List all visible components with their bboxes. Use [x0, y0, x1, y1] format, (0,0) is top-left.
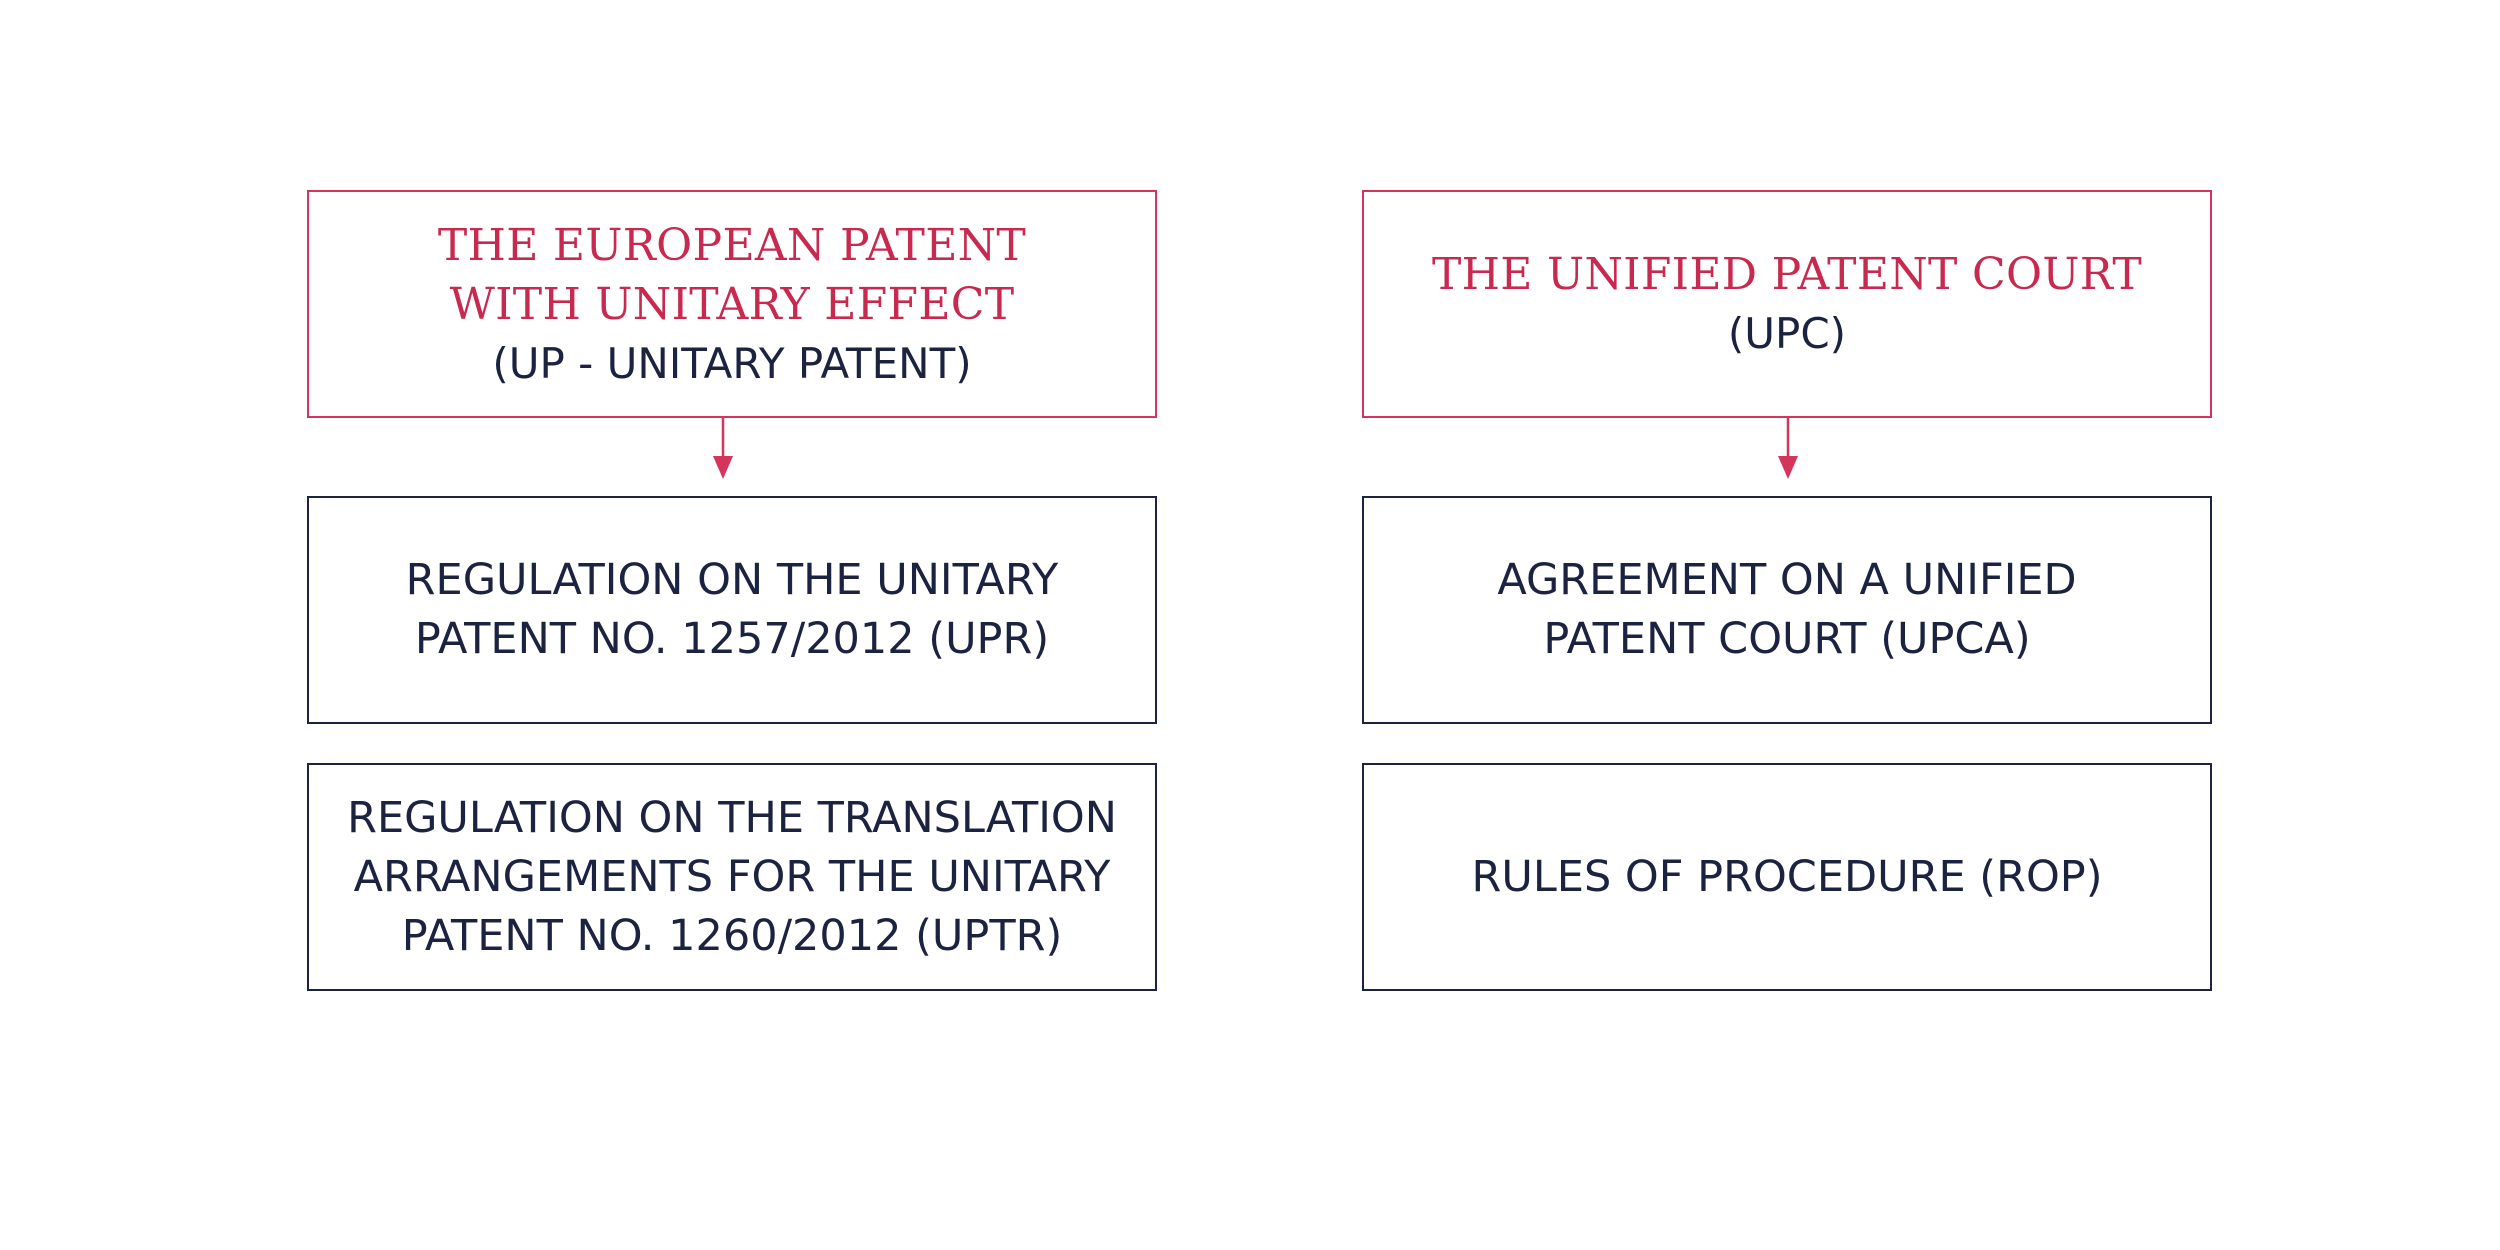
- upc-title-line-1: THE UNIFIED PATENT COURT: [1431, 249, 2143, 300]
- rop-rules-line-1: RULES OF PROCEDURE (ROP): [1471, 851, 2103, 902]
- upc-header-box: THE UNIFIED PATENT COURT (UPC): [1362, 190, 2212, 418]
- upca-agreement-box: AGREEMENT ON A UNIFIED PATENT COURT (UPC…: [1362, 496, 2212, 724]
- uptr-regulation-line-2: ARRANGEMENTS FOR THE UNITARY: [353, 851, 1111, 902]
- unitary-patent-subtitle: (UP - UNITARY PATENT): [492, 338, 972, 388]
- uptr-regulation-box: REGULATION ON THE TRANSLATION ARRANGEMEN…: [307, 763, 1157, 991]
- uptr-regulation-line-1: REGULATION ON THE TRANSLATION: [347, 792, 1117, 843]
- upr-regulation-line-2: PATENT NO. 1257/2012 (UPR): [414, 614, 1050, 664]
- upr-regulation-box: REGULATION ON THE UNITARY PATENT NO. 125…: [307, 496, 1157, 724]
- unitary-patent-header-box: THE EUROPEAN PATENT WITH UNITARY EFFECT …: [307, 190, 1157, 418]
- right-down-arrow-icon: [1768, 418, 1808, 482]
- upca-agreement-line-1: AGREEMENT ON A UNIFIED: [1497, 555, 2077, 605]
- rop-rules-box: RULES OF PROCEDURE (ROP): [1362, 763, 2212, 991]
- upr-regulation-line-1: REGULATION ON THE UNITARY: [405, 555, 1059, 605]
- unitary-patent-title-line-2: WITH UNITARY EFFECT: [449, 278, 1015, 330]
- upca-agreement-line-2: PATENT COURT (UPCA): [1543, 614, 2031, 664]
- upc-subtitle: (UPC): [1727, 309, 1847, 358]
- uptr-regulation-line-3: PATENT NO. 1260/2012 (UPTR): [401, 910, 1063, 961]
- unitary-patent-title-line-1: THE EUROPEAN PATENT: [437, 219, 1027, 271]
- left-down-arrow-icon: [703, 418, 743, 482]
